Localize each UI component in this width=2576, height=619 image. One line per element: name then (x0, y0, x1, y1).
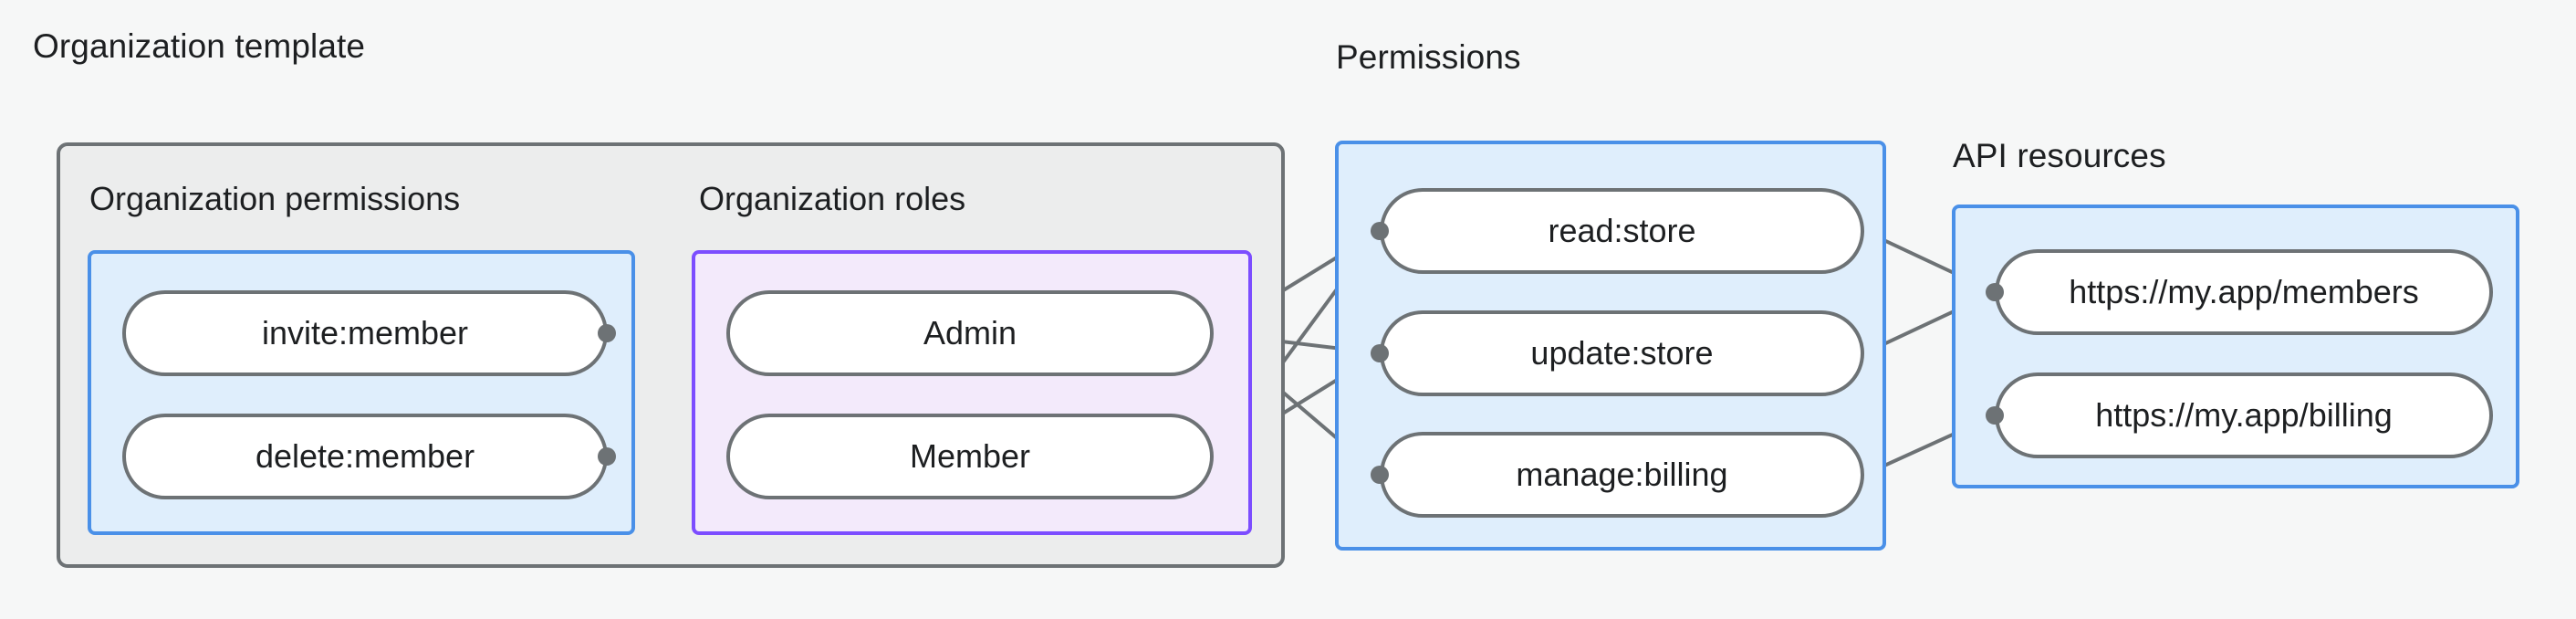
organization-template-title: Organization template (33, 27, 366, 65)
connector-dot-read-store-in (1371, 222, 1389, 240)
pill-api-billing[interactable]: https://my.app/billing (1995, 372, 2493, 458)
pill-delete-member[interactable]: delete:member (122, 414, 608, 499)
organization-roles-title: Organization roles (699, 180, 966, 217)
permissions-title: Permissions (1336, 38, 1521, 76)
connector-dot-invite-member-out (598, 324, 616, 342)
pill-api-members[interactable]: https://my.app/members (1995, 249, 2493, 335)
connector-dot-api-billing-in (1986, 406, 2004, 425)
pill-update-store[interactable]: update:store (1380, 310, 1864, 396)
pill-invite-member[interactable]: invite:member (122, 290, 608, 376)
connector-dot-manage-billing-in (1371, 466, 1389, 484)
api-resources-title: API resources (1953, 137, 2166, 174)
pill-role-admin[interactable]: Admin (726, 290, 1214, 376)
organization-permissions-title: Organization permissions (89, 180, 461, 217)
pill-role-member[interactable]: Member (726, 414, 1214, 499)
connector-dot-api-members-in (1986, 283, 2004, 301)
pill-read-store[interactable]: read:store (1380, 188, 1864, 274)
pill-manage-billing[interactable]: manage:billing (1380, 432, 1864, 518)
connector-dot-update-store-in (1371, 344, 1389, 362)
connector-dot-delete-member-out (598, 447, 616, 466)
